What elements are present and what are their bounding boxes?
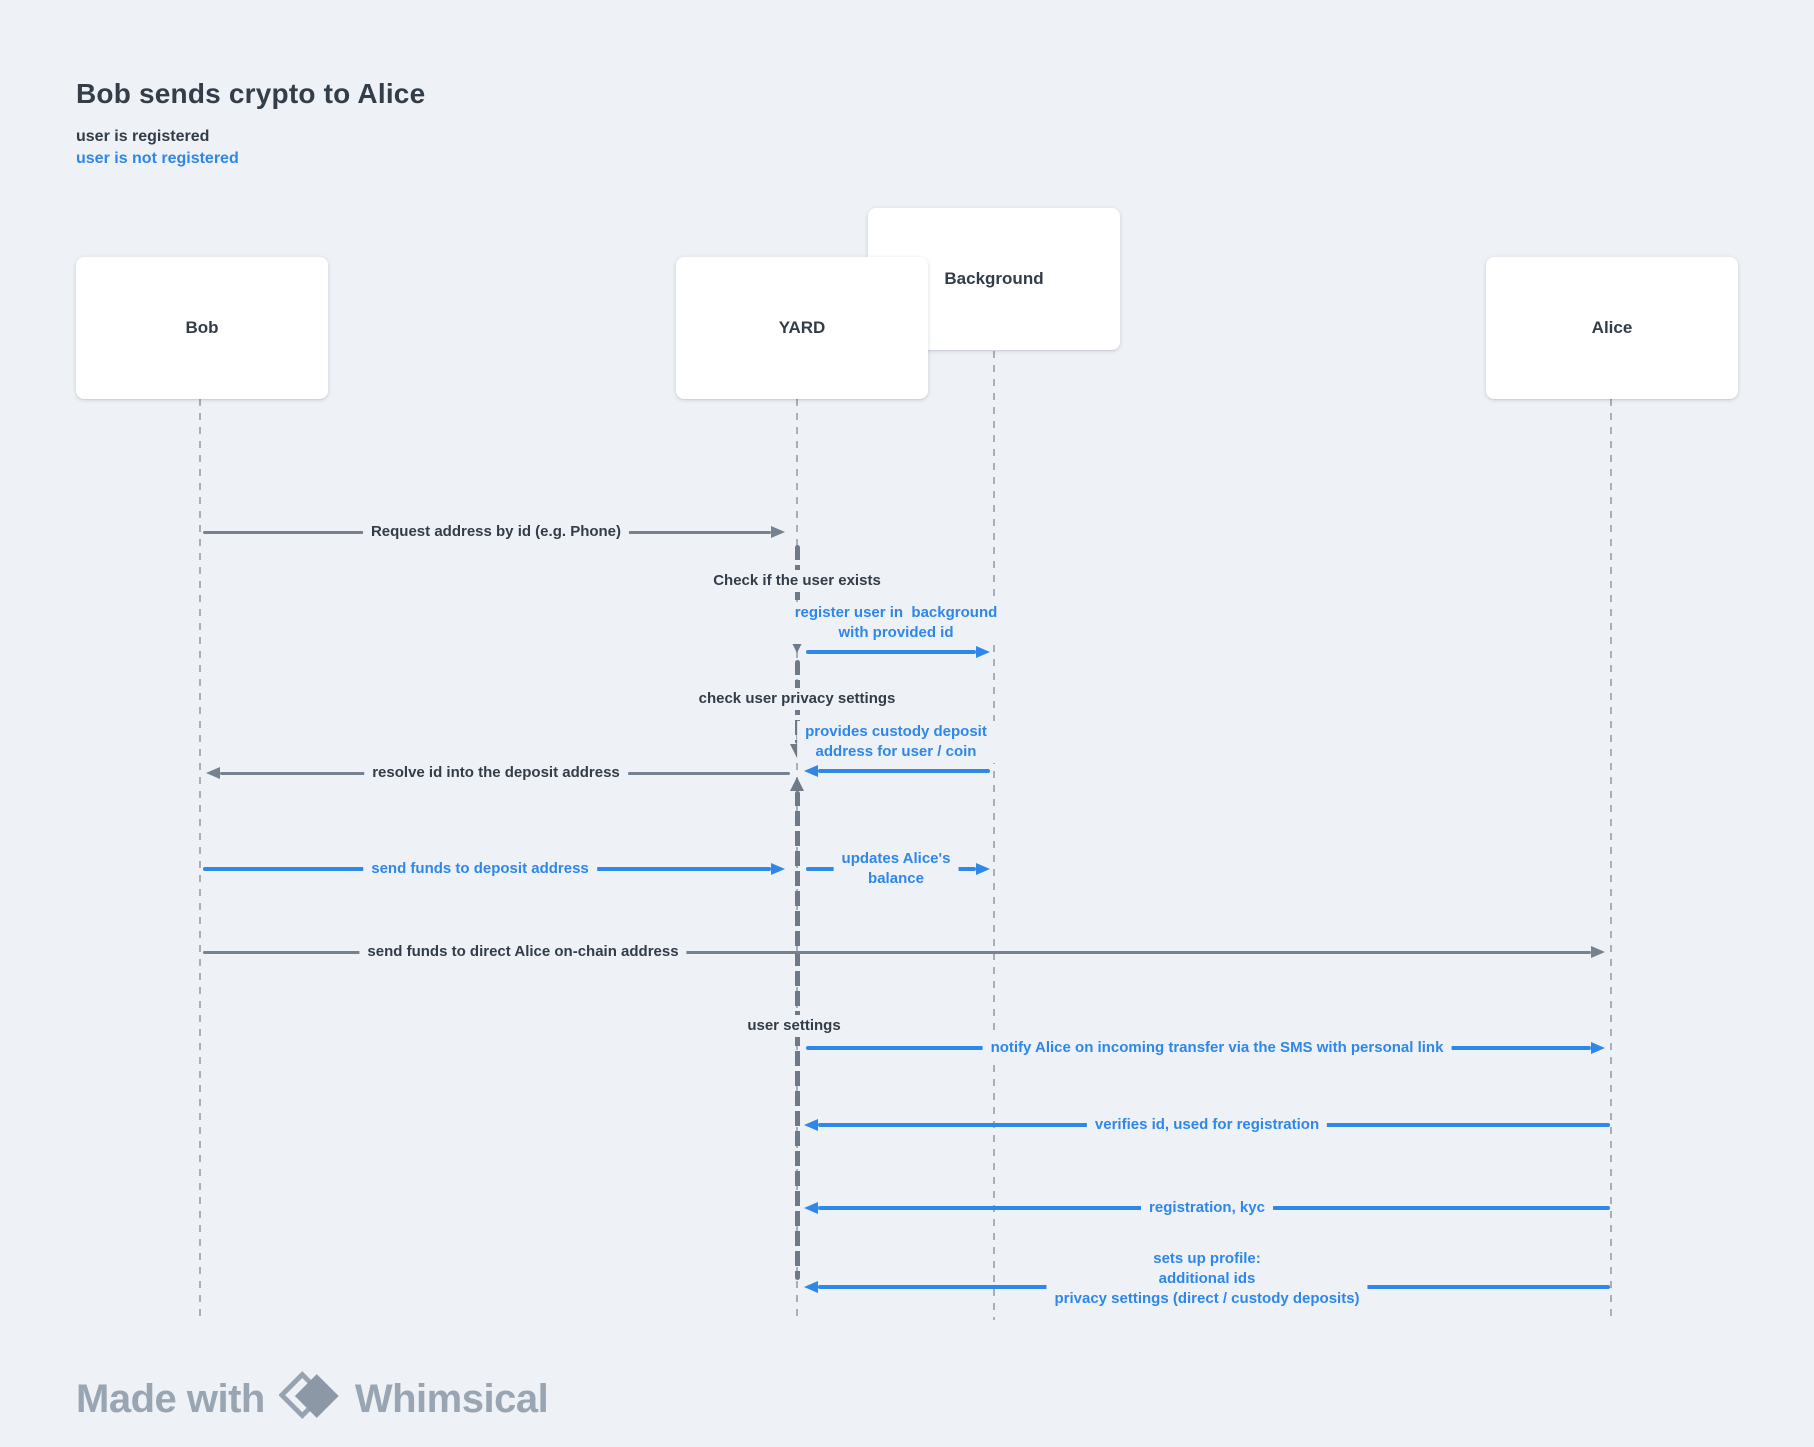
actor-label-yard: YARD: [778, 318, 826, 337]
label-request-address: Request address by id (e.g. Phone): [362, 521, 630, 543]
label-user-settings: user settings: [739, 1015, 849, 1037]
label-registration-kyc: registration, kyc: [1141, 1197, 1273, 1219]
self-line-check-user-exists: [795, 545, 800, 639]
label-check-privacy: check user privacy settings: [690, 688, 904, 710]
arrow-provides-custody: [818, 769, 990, 773]
label-resolve-id: resolve id into the deposit address: [364, 762, 628, 784]
arrowhead-user-settings-up: [790, 777, 804, 791]
label-register-user: register user in background with provide…: [786, 602, 1006, 644]
lifeline-alice: [1610, 399, 1612, 1320]
lifeline-background: [993, 351, 995, 1320]
arrow-send-funds-direct: [203, 951, 1591, 954]
label-updates-balance: updates Alice's balance: [833, 848, 959, 890]
actor-label-alice: Alice: [1591, 318, 1633, 337]
whimsical-brand-text: Whimsical: [354, 1377, 549, 1421]
actor-box-yard: YARD: [676, 257, 928, 399]
made-with-text: Made with: [76, 1377, 265, 1421]
arrowhead-notify-alice: [1591, 1042, 1605, 1054]
arrowhead-send-funds-direct: [1591, 946, 1605, 958]
arrowhead-resolve-id: [206, 767, 220, 779]
legend-not-registered: user is not registered: [76, 150, 239, 167]
made-with-whimsical-footer[interactable]: Made with Whimsical: [76, 1368, 549, 1431]
label-verifies-id: verifies id, used for registration: [1086, 1114, 1328, 1136]
arrowhead-verifies-id: [804, 1119, 818, 1131]
actor-box-alice: Alice: [1486, 257, 1738, 399]
label-notify-alice: notify Alice on incoming transfer via th…: [982, 1037, 1452, 1059]
whimsical-diamonds-icon: [278, 1368, 341, 1431]
arrowhead-registration-kyc: [804, 1202, 818, 1214]
actor-label-background: Background: [944, 269, 1044, 288]
label-provides-custody: provides custody deposit address for use…: [797, 721, 995, 763]
page-title: Bob sends crypto to Alice: [76, 78, 426, 109]
actor-box-bob: Bob: [76, 257, 328, 399]
arrowhead-register-user: [976, 646, 990, 658]
label-sets-up-profile: sets up profile: additional ids privacy …: [1046, 1248, 1368, 1310]
arrowhead-sets-up-profile: [804, 1281, 818, 1293]
arrowhead-send-funds-deposit: [771, 863, 785, 875]
label-send-funds-deposit: send funds to deposit address: [363, 858, 597, 880]
label-send-funds-direct: send funds to direct Alice on-chain addr…: [359, 941, 687, 963]
label-check-user-exists: Check if the user exists: [705, 570, 889, 592]
arrow-register-user: [806, 650, 976, 654]
arrowhead-updates-balance: [976, 863, 990, 875]
lifeline-bob: [199, 399, 201, 1320]
arrowhead-request-address: [771, 526, 785, 538]
arrowhead-provides-custody: [804, 765, 818, 777]
actor-label-bob: Bob: [185, 318, 219, 337]
legend-registered: user is registered: [76, 128, 210, 145]
